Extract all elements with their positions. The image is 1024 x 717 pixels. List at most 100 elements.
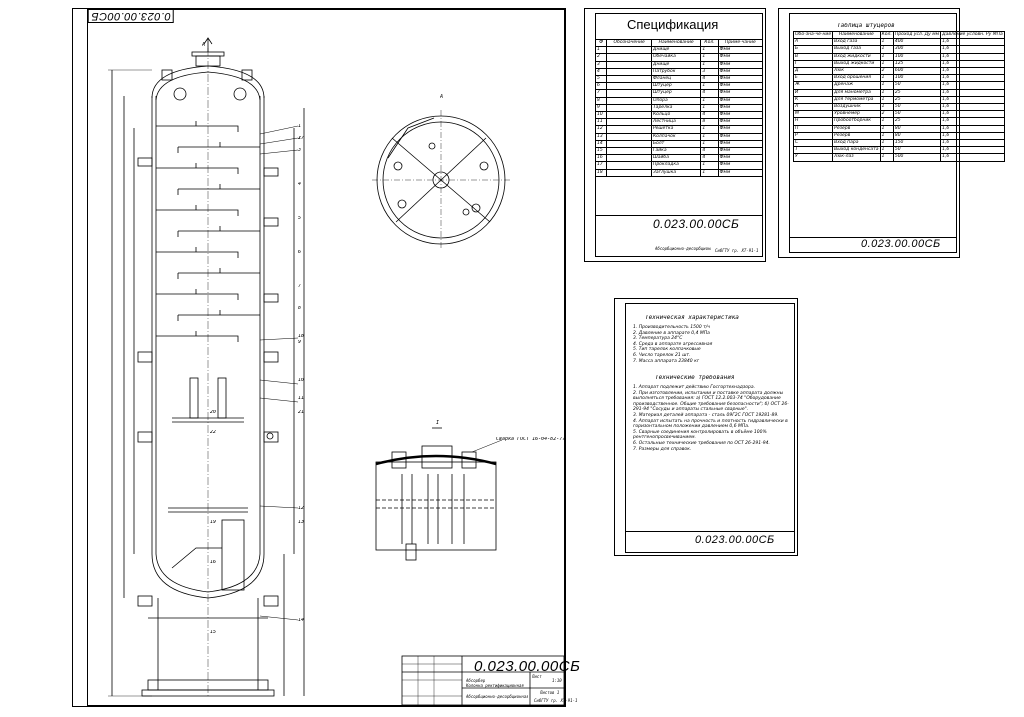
nozzle-cell: Для термометра — [832, 95, 881, 105]
nozzle-cell: Вход орошения — [832, 74, 881, 83]
spec-cell: 1 — [700, 132, 719, 141]
spec-cell: 1 — [700, 96, 719, 105]
main-title-line2: Колонна ректификационная К-1 — [466, 683, 526, 688]
nozzle-cell: 1,6 — [940, 81, 1005, 90]
spec-cell — [606, 168, 652, 177]
spec-cell: Обечайка — [650, 53, 702, 62]
nozzle-cell: Д — [792, 67, 834, 76]
callout-number: 11 — [298, 396, 305, 401]
nozzle-cell: 1,6 — [940, 45, 1005, 54]
nozzle-cell: 1 — [879, 95, 894, 105]
nozzle-cell: Резерв — [832, 124, 881, 133]
view-label-a: A — [440, 94, 444, 100]
req-item: 3. Материал деталей аппарата - сталь 09Г… — [633, 412, 779, 418]
spec-header-cell: Кол. — [700, 38, 719, 48]
nozzle-cell: 80 — [892, 124, 942, 133]
req-item: 4. Аппарат испытать на прочность и плотн… — [633, 418, 788, 430]
nozzle-cell: 150 — [892, 139, 942, 148]
nozzle-title-block: 0.023.00.00СБ — [789, 237, 957, 254]
spec-cell: Фмм — [717, 60, 764, 69]
spec-cell: Заглушка — [650, 168, 702, 177]
spec-cell: 8 — [700, 118, 719, 127]
view-label-a-top: A — [202, 42, 206, 48]
nozzle-cell: 80 — [892, 131, 942, 141]
nozzle-cell: Вход газа — [832, 38, 881, 47]
nozzle-cell: 25 — [892, 95, 942, 105]
char-item: 5. Тип тарелок колпачковые — [633, 347, 701, 353]
nozzle-cell: Г — [792, 59, 834, 69]
nozzle-cell: 1 — [879, 117, 894, 126]
callout-number: 16 — [210, 560, 217, 565]
spec-cell: 4 — [700, 111, 719, 120]
spec-cell: 1 — [700, 161, 719, 170]
spec-cell — [606, 154, 652, 163]
nozzle-cell: С — [792, 139, 834, 148]
nozzle-cell: А — [792, 38, 834, 47]
spec-cell — [606, 96, 652, 105]
spec-title: Спецификация — [627, 17, 719, 32]
spec-cell: Фмм — [717, 75, 764, 84]
spec-cell: Штуцер — [650, 89, 702, 98]
char-item: 4. Среда в аппарате агрессивная — [633, 341, 713, 347]
spec-stamp-left: Абсорбционно-десорбционная установка — [655, 246, 711, 251]
main-drawing-frame — [87, 9, 565, 706]
nozzle-title: Таблица штуцеров — [837, 23, 895, 29]
tech-sheet: Техническая характеристика 1. Производит… — [614, 298, 798, 556]
tray — [177, 268, 260, 279]
nozzle-cell: Люк-лаз — [832, 153, 881, 162]
req-item: 7. Размеры для справок. — [633, 446, 692, 452]
req-item: 1. Аппарат подлежит действию Госгортехна… — [633, 385, 756, 390]
callout-number: 19 — [210, 520, 217, 525]
spec-cell — [606, 67, 652, 77]
nozzle-cell: 1 — [879, 146, 894, 155]
nozzle-cell: И — [792, 88, 834, 97]
tech-frame — [625, 303, 795, 553]
nozzle-cell: 1 — [879, 52, 894, 61]
nozzle-cell: 1 — [879, 45, 894, 54]
nozzle-cell: 1,6 — [940, 110, 1005, 119]
callout-number: 20 — [210, 410, 217, 415]
spec-cell: Днище — [650, 46, 702, 55]
callout-number: 1 — [298, 124, 302, 129]
spec-cell: 18 — [594, 168, 608, 177]
section-label: I — [436, 420, 440, 426]
spec-cell: 13 — [594, 132, 608, 141]
tray — [156, 247, 239, 258]
nozzle-cell: П — [792, 124, 834, 133]
req-item: 5. Сварные соединения контролировать в о… — [633, 429, 767, 441]
spec-cell: Опора — [650, 96, 702, 105]
req-item: 2. При изготовлении, испытании и поставк… — [633, 390, 789, 413]
spec-cell: Болт — [650, 139, 702, 149]
spec-cell — [606, 75, 652, 84]
main-drawing-graphics — [108, 37, 565, 706]
nozzle-cell: 1 — [879, 131, 894, 141]
spec-cell: Фмм — [717, 96, 764, 105]
callout-number: 21 — [298, 410, 305, 415]
nozzle-cell: 1,6 — [940, 59, 1005, 69]
nozzle-cell: Ж — [792, 81, 834, 90]
nozzle-cell: 1 — [879, 74, 894, 83]
spec-cell — [606, 125, 652, 134]
spec-cell: Прокладка — [650, 161, 702, 170]
nozzle-cell: 1,6 — [940, 52, 1005, 61]
nozzle-cell: 600 — [892, 67, 942, 76]
spec-title-block: 0.023.00.00СБ Абсорбционно-десорбционная… — [595, 215, 763, 258]
spec-cell: 1 — [594, 46, 608, 55]
nozzle-cell: М — [792, 110, 834, 119]
